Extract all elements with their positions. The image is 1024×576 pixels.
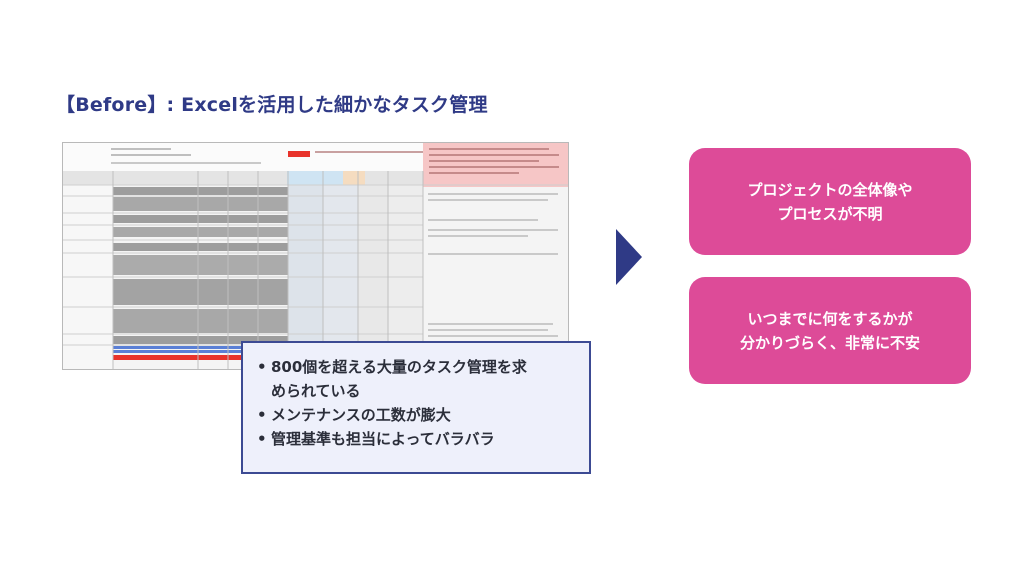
callout-bullet: • 800個を超える大量のタスク管理を求 められている: [257, 355, 575, 403]
excel-task-sheet-screenshot: [62, 142, 569, 370]
issues-callout-box: • 800個を超える大量のタスク管理を求 められている • メンテナンスの工数が…: [241, 341, 591, 474]
callout-bullet-text: 800個を超える大量のタスク管理を求 められている: [271, 355, 575, 403]
spreadsheet-image: [63, 143, 568, 369]
issue-card-line: プロジェクトの全体像や: [747, 180, 913, 199]
callout-bullet: • メンテナンスの工数が膨大: [257, 403, 575, 427]
callout-bullet-text: メンテナンスの工数が膨大: [271, 406, 451, 424]
issue-card-line: プロセスが不明: [777, 204, 883, 223]
issue-card-line: 分かりづらく、非常に不安: [739, 333, 920, 352]
right-arrow-icon: [616, 229, 642, 285]
callout-bullet: • 管理基準も担当によってバラバラ: [257, 427, 575, 451]
bullet-marker: •: [257, 430, 267, 448]
issue-card-schedule: いつまでに何をするかが 分かりづらく、非常に不安: [689, 277, 971, 384]
issue-card-overview: プロジェクトの全体像や プロセスが不明: [689, 148, 971, 255]
callout-bullet-line: 800個を超える大量のタスク管理を求: [271, 358, 527, 376]
bullet-marker: •: [257, 406, 267, 424]
callout-bullet-line: められている: [271, 382, 361, 400]
slide-title: 【Before】: Excelを活用した細かなタスク管理: [56, 94, 488, 116]
issue-card-line: いつまでに何をするかが: [747, 309, 913, 328]
callout-bullet-text: 管理基準も担当によってバラバラ: [271, 430, 495, 448]
bullet-marker: •: [257, 358, 267, 376]
